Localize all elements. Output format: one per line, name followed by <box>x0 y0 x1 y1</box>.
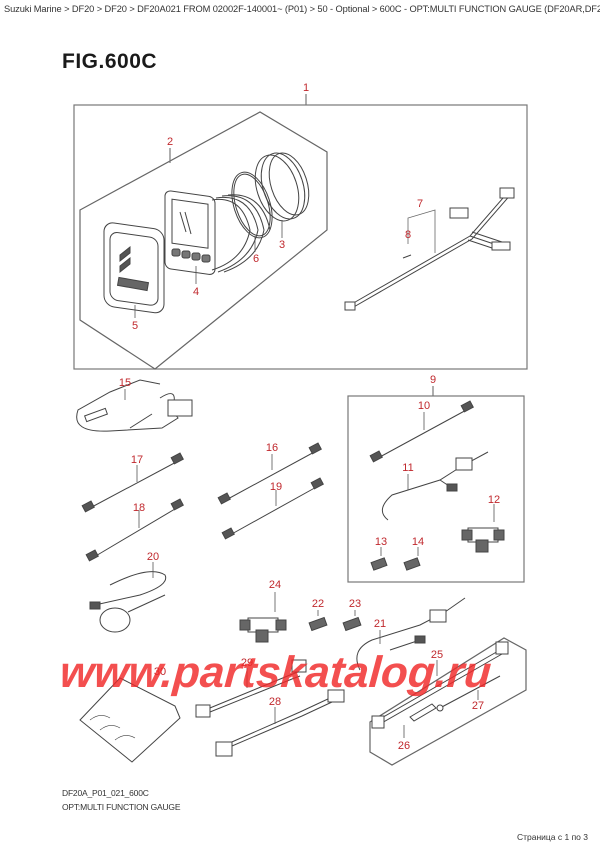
figure-title: FIG.600C <box>62 50 158 73</box>
callout-1[interactable]: 1 <box>302 82 310 94</box>
figure-code: DF20A_P01_021_600C <box>62 788 149 798</box>
callout-30[interactable]: 30 <box>153 666 167 678</box>
callout-17[interactable]: 17 <box>130 454 144 466</box>
callout-26[interactable]: 26 <box>397 740 411 752</box>
watermark: www.partskatalog.ru <box>58 648 493 697</box>
callout-24[interactable]: 24 <box>268 579 282 591</box>
callout-27[interactable]: 27 <box>471 700 485 712</box>
callout-16[interactable]: 16 <box>265 442 279 454</box>
callout-5[interactable]: 5 <box>131 320 139 332</box>
assembly-box-1 <box>73 104 528 370</box>
callout-19[interactable]: 19 <box>269 481 283 493</box>
callout-10[interactable]: 10 <box>417 400 431 412</box>
breadcrumb: Suzuki Marine > DF20 > DF20 > DF20A021 F… <box>4 4 600 14</box>
callout-25[interactable]: 25 <box>430 649 444 661</box>
callout-12[interactable]: 12 <box>487 494 501 506</box>
callout-9[interactable]: 9 <box>429 374 437 386</box>
callout-21[interactable]: 21 <box>373 618 387 630</box>
callout-11[interactable]: 11 <box>402 462 414 474</box>
pagination: Страница с 1 по 3 <box>516 832 588 842</box>
callout-15[interactable]: 15 <box>118 377 132 389</box>
callout-4[interactable]: 4 <box>192 286 200 298</box>
figure-name: OPT:MULTI FUNCTION GAUGE <box>62 802 181 812</box>
callout-14[interactable]: 14 <box>411 536 425 548</box>
callout-22[interactable]: 22 <box>311 598 325 610</box>
callout-18[interactable]: 18 <box>132 502 146 514</box>
callout-28[interactable]: 28 <box>268 696 282 708</box>
callout-20[interactable]: 20 <box>146 551 160 563</box>
callout-6[interactable]: 6 <box>252 253 260 265</box>
callout-8[interactable]: 8 <box>404 229 412 241</box>
callout-7[interactable]: 7 <box>416 198 424 210</box>
callout-2[interactable]: 2 <box>166 136 174 148</box>
callout-23[interactable]: 23 <box>348 598 362 610</box>
assembly-box-9 <box>347 395 525 583</box>
callout-13[interactable]: 13 <box>374 536 388 548</box>
callout-29[interactable]: 29 <box>240 657 254 669</box>
callout-3[interactable]: 3 <box>278 239 286 251</box>
